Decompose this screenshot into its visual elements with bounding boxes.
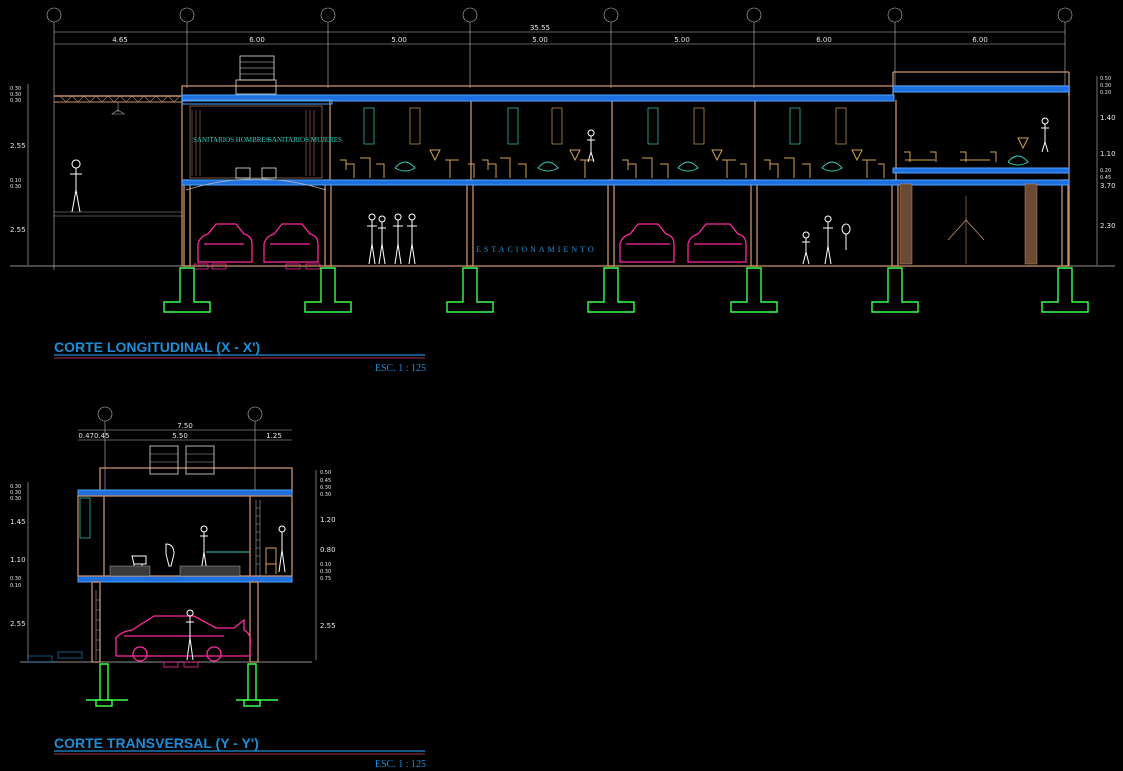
left-level-6: 0.30	[10, 184, 21, 190]
t-right-level-4: 0.30	[320, 492, 331, 498]
t-car-wheel-rear	[206, 646, 222, 662]
dimension-lines: 35.55 4.65 6.00 5.00 5.00 5.00 6.00 6.00	[54, 24, 1065, 45]
right-level-2: 0.30	[1100, 83, 1111, 89]
t-car-wheel-front	[132, 646, 148, 662]
right-level-3: 0.20	[1100, 90, 1111, 96]
right-level-1: 0.50	[1100, 76, 1111, 82]
transversal-section: 7.50 0.470.45 5.50 1.25 0.30 0.30 0.30 1…	[10, 406, 426, 770]
t-roof-slab	[77, 489, 293, 497]
t-left-level-3: 0.30	[10, 496, 21, 502]
t-left-level-8: 2.55	[10, 620, 26, 628]
t-left-level-5: 1.10	[10, 556, 26, 564]
dining-furniture	[340, 137, 1029, 178]
span-dim-4: 5.00	[532, 36, 548, 44]
right-level-8: 3.70	[1100, 182, 1116, 190]
t-span-2: 5.50	[172, 432, 188, 440]
left-level-3: 0.30	[10, 98, 21, 104]
t-sign-2	[183, 661, 199, 668]
grid-bubble-t2	[247, 406, 263, 422]
t-left-level-2: 0.30	[10, 490, 21, 496]
parked-cars	[193, 223, 747, 270]
t-level-marker-1	[27, 655, 53, 663]
t-right-level-8: 0.30	[320, 569, 331, 575]
t-total-dimension: 7.50	[177, 422, 193, 430]
bathroom-area: SANITARIOS HOMBRES SANITARIOS MUJERES	[185, 105, 342, 191]
t-ladder	[95, 500, 261, 660]
left-level-2: 0.30	[10, 92, 21, 98]
t-water-tanks	[149, 445, 215, 475]
t-span-3: 1.25	[266, 432, 282, 440]
right-level-4: 1.40	[1100, 114, 1116, 122]
grid-axes	[46, 7, 1073, 270]
t-right-level-5: 1.20	[320, 516, 336, 524]
grid-bubble-t1	[97, 406, 113, 422]
t-left-level-1: 0.30	[10, 484, 21, 490]
floor-slabs	[181, 85, 1070, 186]
t-left-level-7: 0.10	[10, 583, 21, 589]
left-level-7: 2.55	[10, 226, 26, 234]
left-level-4: 2.55	[10, 142, 26, 150]
t-person-ground	[186, 609, 194, 661]
right-level-9: 2.30	[1100, 222, 1116, 230]
t-right-level-9: 0.75	[320, 576, 331, 582]
longitudinal-scale: ESC. 1 : 125	[375, 363, 426, 374]
total-dimension: 35.55	[530, 24, 550, 32]
room-label-women: SANITARIOS MUJERES	[268, 136, 342, 144]
t-right-level-3: 0.30	[320, 485, 331, 491]
t-level-marker-2	[57, 651, 83, 659]
t-right-level-7: 0.10	[320, 562, 331, 568]
longitudinal-title: CORTE LONGITUDINAL (X - X')	[54, 339, 260, 355]
right-hall	[899, 183, 1038, 265]
upper-windows	[363, 107, 847, 145]
t-right-level-6: 0.80	[320, 546, 336, 554]
right-level-dimensions: 0.50 0.30 0.20 1.40 1.10 0.20 0.45 3.70 …	[1096, 76, 1116, 265]
span-dim-1: 4.65	[112, 36, 128, 44]
span-dim-2: 6.00	[249, 36, 265, 44]
right-level-6: 0.20	[1100, 168, 1111, 174]
room-label-men: SANITARIOS HOMBRES	[193, 136, 270, 144]
t-sign-1	[163, 661, 179, 668]
span-dim-5: 5.00	[674, 36, 690, 44]
t-left-level-6: 0.30	[10, 576, 21, 582]
span-dim-3: 5.00	[391, 36, 407, 44]
t-car	[115, 615, 252, 657]
transversal-scale: ESC. 1 : 125	[375, 759, 426, 770]
t-roof-parapet	[99, 467, 293, 493]
t-floor-slab	[77, 575, 293, 583]
people-ground	[367, 213, 851, 265]
longitudinal-section: 35.55 4.65 6.00 5.00 5.00 5.00 6.00 6.00…	[10, 7, 1116, 374]
t-right-level-2: 0.45	[320, 478, 331, 484]
transversal-title: CORTE TRANSVERSAL (Y - Y')	[54, 735, 259, 751]
left-level-dimensions: 0.30 0.30 0.30 2.55 0.10 0.30 2.55	[10, 84, 29, 265]
right-level-5: 1.10	[1100, 150, 1116, 158]
left-level-5: 0.10	[10, 178, 21, 184]
foundations	[163, 267, 1089, 313]
water-tank	[235, 55, 277, 95]
span-dim-6: 6.00	[816, 36, 832, 44]
span-dim-7: 6.00	[972, 36, 988, 44]
people-upper	[70, 117, 1049, 213]
parking-label: ESTACIONAMIENTO	[476, 245, 597, 254]
t-left-level-4: 1.45	[10, 518, 26, 526]
right-level-7: 0.45	[1100, 175, 1111, 181]
t-right-level-1: 0.50	[320, 470, 331, 476]
canopy-truss	[53, 95, 183, 217]
t-right-level-10: 2.55	[320, 622, 336, 630]
t-column-right	[249, 581, 259, 663]
t-span-1: 0.470.45	[78, 432, 109, 440]
t-bathroom-fixtures	[79, 497, 286, 577]
left-level-1: 0.30	[10, 86, 21, 92]
